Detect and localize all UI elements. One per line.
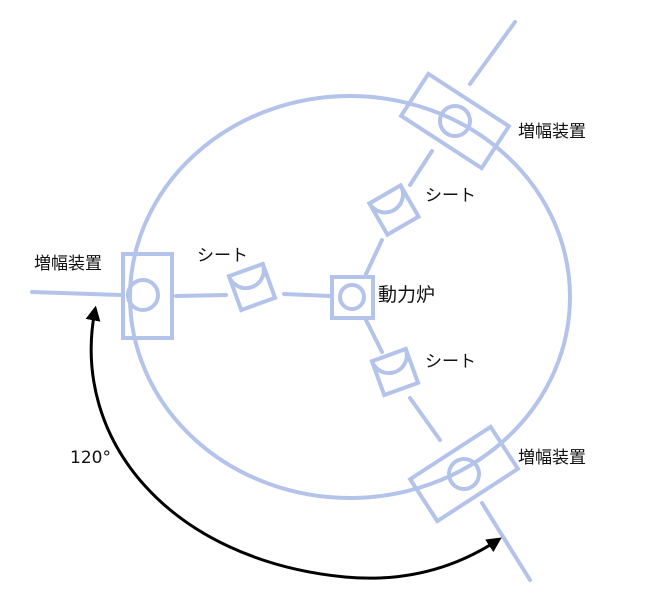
reactor-label: 動力炉 — [378, 284, 436, 306]
spoke-upper-outer — [468, 20, 517, 86]
amplifier-upper-icon — [398, 71, 512, 171]
spoke-upper-mid — [408, 149, 434, 187]
spoke-left-inner — [282, 292, 332, 298]
angle-label: 120° — [70, 448, 111, 468]
reactor-icon — [330, 275, 375, 320]
sheet-upper-label: シート — [425, 186, 476, 206]
spoke-lower-inner — [364, 318, 384, 354]
amplifier-upper-label: 増幅装置 — [518, 122, 586, 142]
sheet-left-label: シート — [197, 246, 248, 266]
angle-arrow — [85, 305, 502, 580]
spoke-lower-outer — [480, 501, 532, 582]
amplifier-left-label: 増幅装置 — [34, 254, 102, 274]
amplifier-lower-icon — [407, 424, 521, 524]
sheet-upper-icon — [366, 182, 422, 238]
spoke-left-outer — [30, 290, 122, 297]
spoke-lower-mid — [408, 396, 442, 442]
amplifier-lower-label: 増幅装置 — [518, 448, 586, 468]
spoke-left-mid — [174, 293, 228, 298]
sheet-left-icon — [226, 261, 278, 313]
sheet-lower-label: シート — [425, 352, 476, 372]
sheet-lower-icon — [369, 346, 421, 398]
spoke-upper-inner — [364, 238, 384, 276]
